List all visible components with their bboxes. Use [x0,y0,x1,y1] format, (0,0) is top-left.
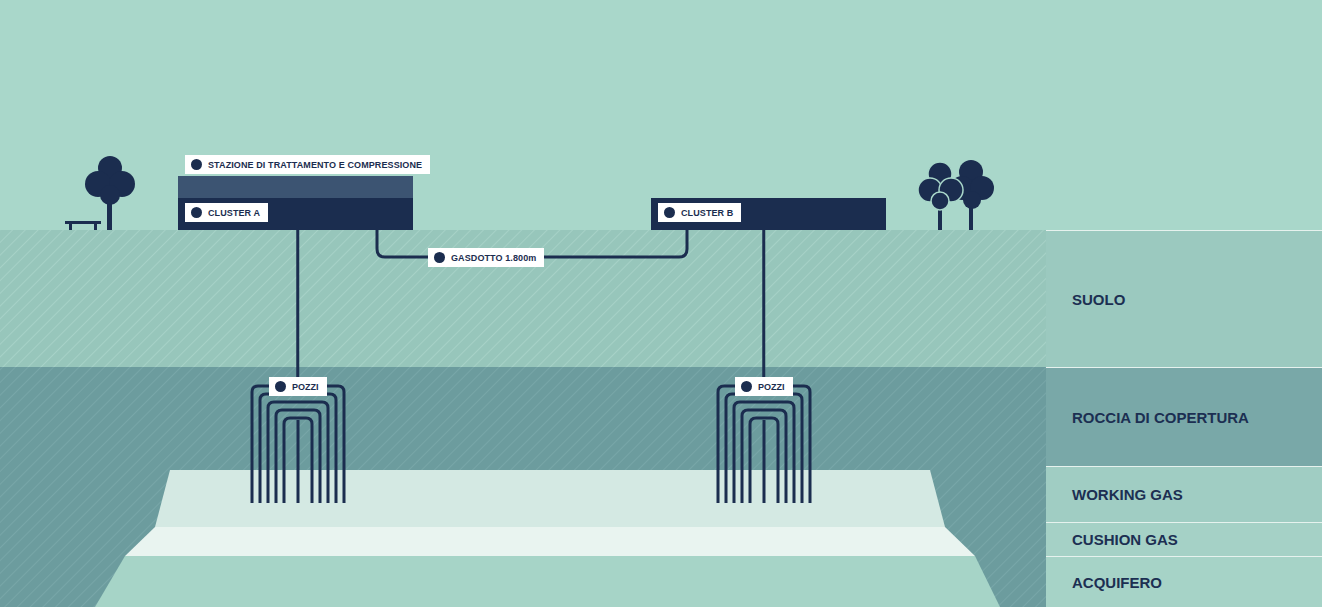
cushion-gas-zone [125,527,975,556]
well-bore [750,418,778,503]
layer-name: CUSHION GAS [1046,531,1178,548]
well-bore [260,394,336,503]
aquifer-zone [95,556,1000,607]
working-gas-zone [155,470,945,527]
well-bore [726,394,802,503]
well-pipe [762,230,765,377]
well-bore [297,420,300,503]
well-bore [763,420,766,503]
label-tag: STAZIONE DI TRATTAMENTO E COMPRESSIONE [185,155,430,174]
well-bore [268,402,328,503]
label-text: CLUSTER B [681,208,733,218]
label-dot [434,252,445,263]
layer-band: CUSHION GAS [1046,522,1322,556]
wells [252,386,810,503]
label-dot [191,207,202,218]
tree [85,156,135,230]
well-bore [276,410,320,503]
layer-name: ROCCIA DI COPERTURA [1046,409,1249,426]
sky [0,0,1322,230]
label-text: POZZI [758,382,785,392]
soil-hatch [0,230,1046,367]
layer-band: ROCCIA DI COPERTURA [1046,367,1322,466]
label-tag: CLUSTER A [185,203,268,222]
label-dot [664,207,675,218]
layer-band: SUOLO [1046,230,1322,367]
pipeline-label: GASDOTTO 1.800m [428,248,544,267]
wells-label: POZZI [735,377,793,396]
layer-name: WORKING GAS [1046,486,1183,503]
well-bore [718,386,810,503]
treatment-station: STAZIONE DI TRATTAMENTO E COMPRESSIONE [178,176,413,198]
label-text: GASDOTTO 1.800m [451,253,536,263]
label-tag: CLUSTER B [658,203,741,222]
bench [65,221,101,230]
label-dot [191,159,202,170]
label-text: POZZI [292,382,319,392]
layer-name: ACQUIFERO [1046,574,1162,591]
well-bore [252,386,344,503]
label-dot [741,381,752,392]
layer-band: ACQUIFERO [1046,556,1322,607]
cluster-box: CLUSTER B [651,198,886,230]
soil [0,230,1046,367]
rock [0,367,1046,607]
layer-name: SUOLO [1046,291,1125,308]
tree [918,162,963,230]
well-pipe [296,230,299,377]
label-dot [275,381,286,392]
rock-hatch [0,367,1046,607]
well-bore [284,418,312,503]
layer-band: WORKING GAS [1046,466,1322,522]
label-text: CLUSTER A [208,208,260,218]
wells-label: POZZI [269,377,327,396]
well-bore [742,410,786,503]
label-text: STAZIONE DI TRATTAMENTO E COMPRESSIONE [208,160,422,170]
cluster-box: CLUSTER A [178,198,413,230]
well-bore [734,402,794,503]
